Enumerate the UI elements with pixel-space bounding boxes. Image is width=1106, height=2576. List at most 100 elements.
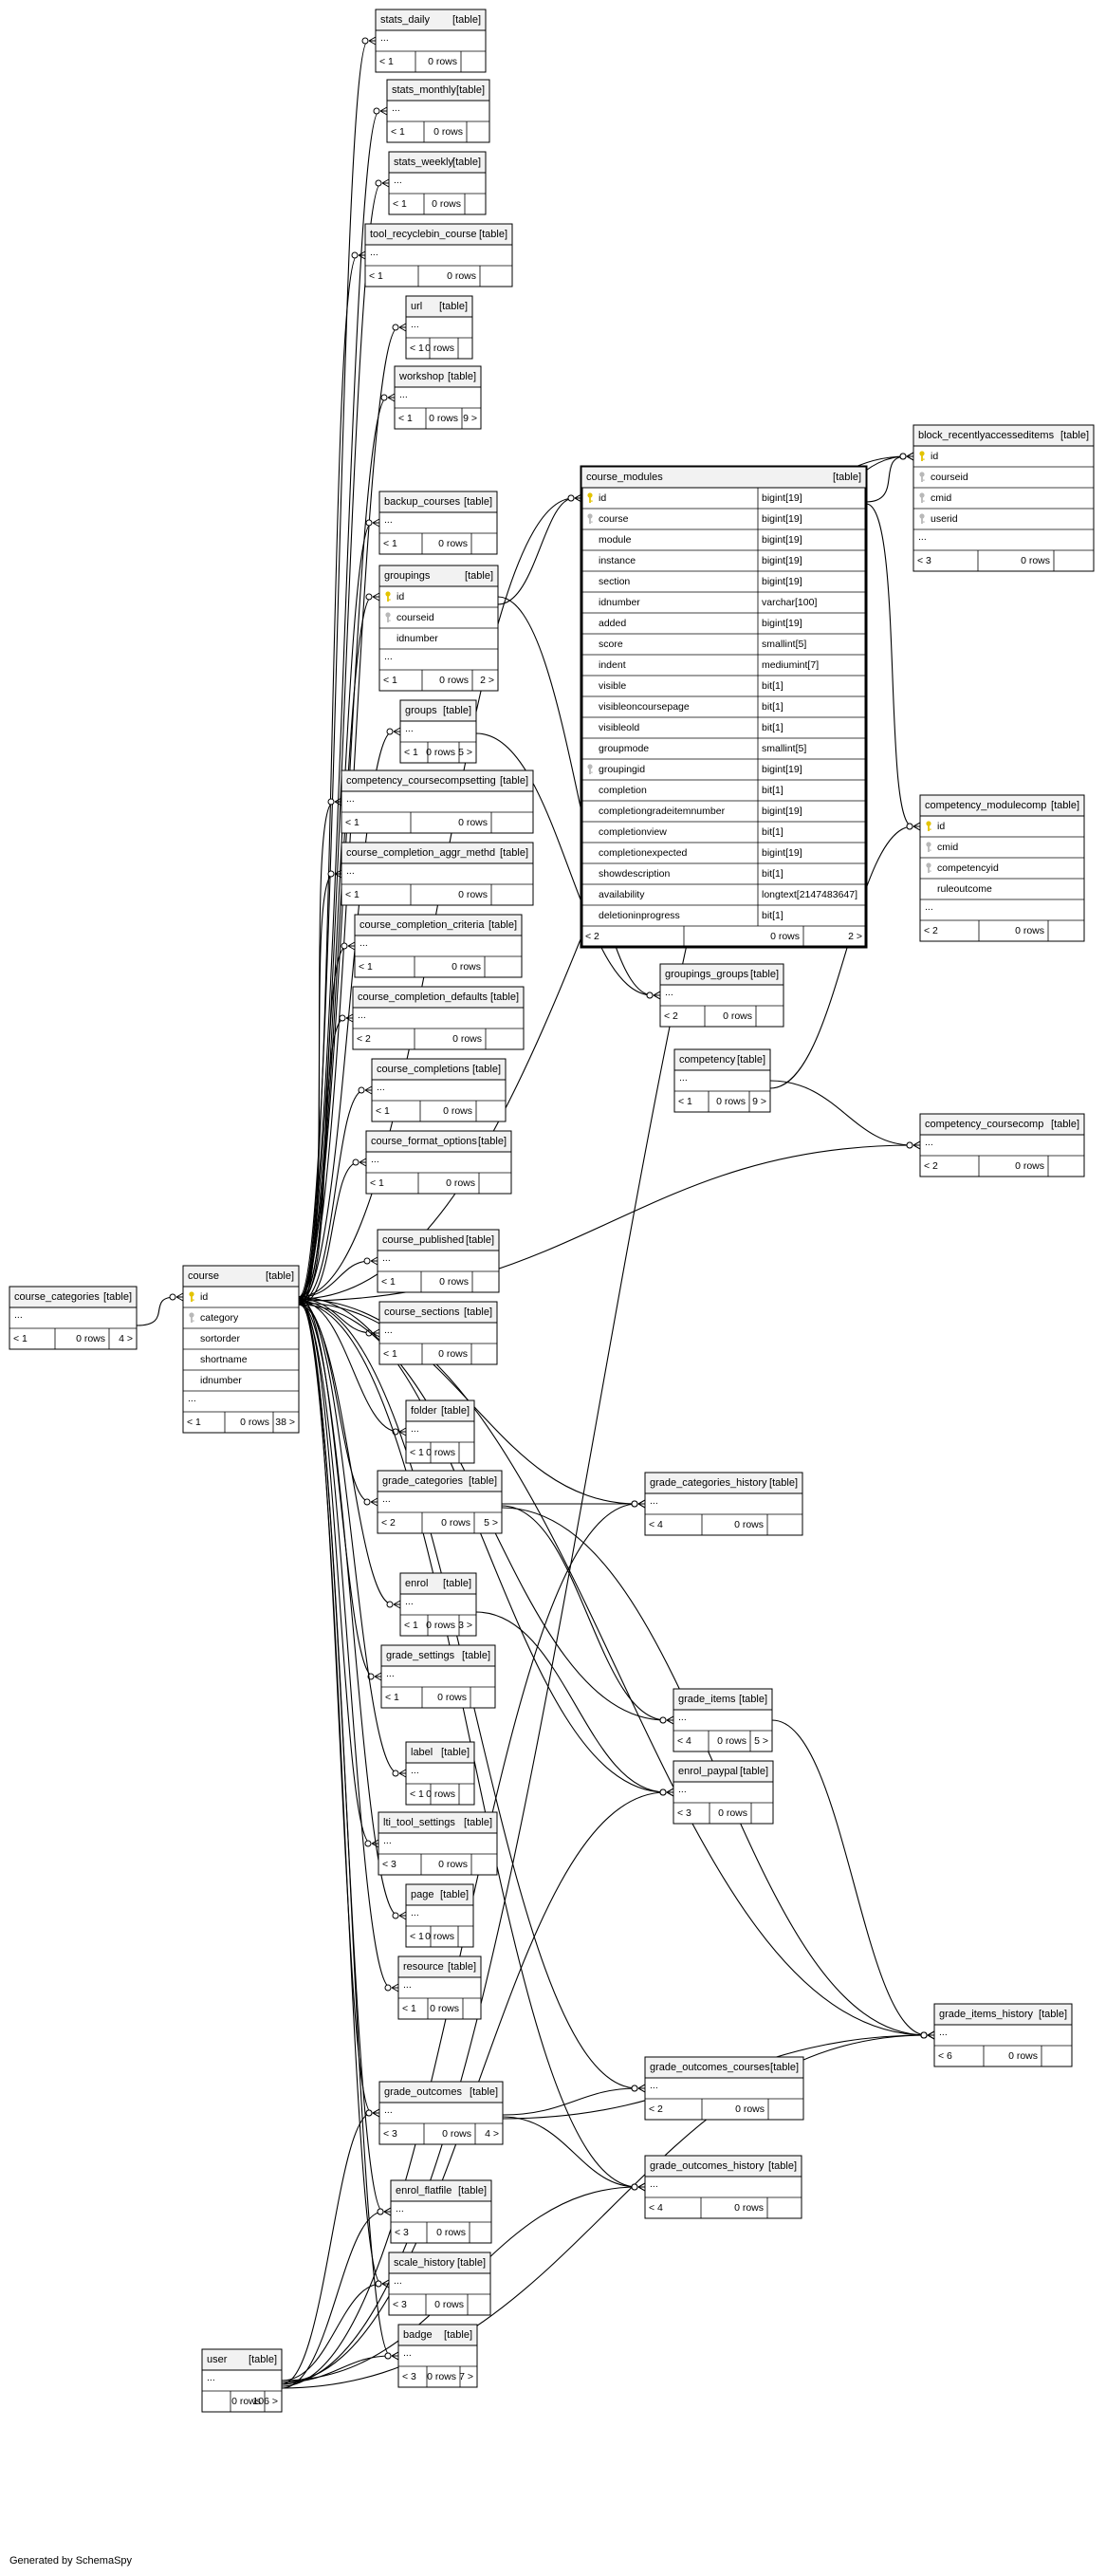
ellipsis-row: ...: [14, 1309, 23, 1321]
parent-count: < 1: [383, 538, 397, 549]
relation-crowfoot: [364, 1085, 373, 1095]
ellipsis-row: ...: [678, 1712, 687, 1723]
relation-crowfoot: [666, 1788, 674, 1797]
table-header-bg: [660, 964, 783, 985]
ellipsis-row: ...: [939, 2027, 948, 2038]
relation-line: [769, 1080, 913, 1146]
relation-crowfoot: [391, 2351, 399, 2361]
column-type: bigint[19]: [762, 576, 802, 587]
parent-count: < 1: [391, 126, 405, 138]
parent-count: < 2: [381, 1517, 396, 1529]
table-header-bg: [379, 565, 498, 586]
relation-line: [298, 1304, 394, 1605]
ellipsis-row: ...: [392, 102, 400, 114]
table-title: course_completions: [377, 1064, 470, 1075]
relation-optional-marker: [384, 1984, 392, 1992]
footer-credit: Generated by SchemaSpy: [9, 2555, 133, 2567]
parent-count: < 1: [404, 1620, 418, 1631]
column-name: ruleoutcome: [937, 883, 992, 895]
row-count: 0 rows: [1015, 925, 1044, 936]
table-course_completion_aggr_methd[interactable]: course_completion_aggr_methd[table]...< …: [341, 842, 534, 906]
column-row: ruleoutcome: [937, 883, 992, 895]
table-title: url: [411, 301, 422, 312]
table-course[interactable]: course[table]idcategorysortordershortnam…: [182, 1265, 300, 1434]
relation-optional-marker: [358, 1086, 365, 1094]
table-competency_coursecompsetting[interactable]: competency_coursecompsetting[table]...< …: [341, 769, 534, 834]
row-count: 0 rows: [436, 2227, 466, 2238]
relation-optional-marker: [375, 179, 382, 187]
column-type: bit[1]: [762, 868, 783, 880]
ellipsis-row: ...: [188, 1393, 196, 1404]
relation-line: [281, 2211, 384, 2389]
table-competency_modulecomp[interactable]: competency_modulecomp[table]idcmidcompet…: [919, 794, 1085, 942]
table-tag: [table]: [103, 1291, 132, 1303]
column-type: bit[1]: [762, 826, 783, 838]
ellipsis-row: ...: [386, 1668, 395, 1679]
parent-count: < 4: [649, 1519, 663, 1530]
relation-optional-marker: [380, 394, 388, 401]
table-block_recentlyaccesseditems[interactable]: block_recentlyaccesseditems[table]idcour…: [912, 424, 1095, 572]
table-tag: [table]: [464, 1307, 492, 1318]
parent-count: < 3: [395, 2227, 409, 2238]
table-tag: [table]: [448, 1961, 476, 1973]
row-count: 0 rows: [425, 343, 454, 354]
table-tag: [table]: [448, 371, 476, 382]
relation-optional-marker: [906, 1141, 913, 1149]
ellipsis-row: ...: [399, 389, 408, 400]
column-type: bit[1]: [762, 722, 783, 733]
column-name: section: [599, 576, 630, 587]
table-tag: [table]: [1051, 1119, 1079, 1130]
row-count: 0 rows: [231, 2396, 261, 2407]
parent-count: < 1: [381, 1276, 396, 1288]
relation-line: [298, 1260, 371, 1298]
parent-count: < 1: [410, 1931, 424, 1942]
relation-crowfoot: [370, 1497, 378, 1507]
relation-optional-marker: [361, 37, 369, 45]
relation-crowfoot: [927, 2030, 935, 2040]
table-header-bg: [674, 1049, 770, 1070]
column-name: userid: [931, 513, 958, 525]
table-title: grade_categories_history: [650, 1477, 767, 1489]
parent-count: < 3: [402, 2371, 416, 2382]
